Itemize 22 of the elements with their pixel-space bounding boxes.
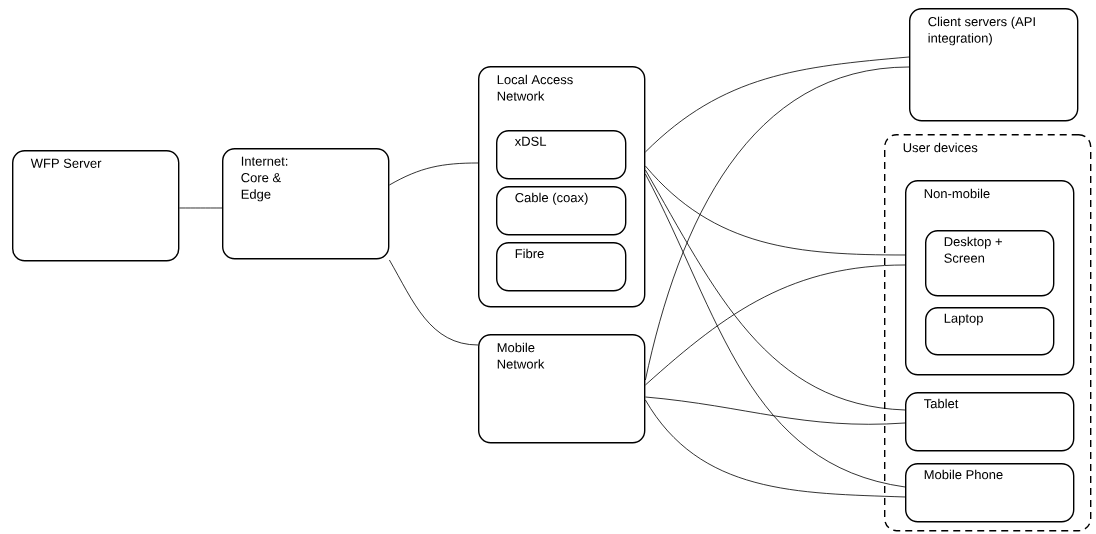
server-box: Client servers (API integration) [909,8,1079,122]
device-box: Desktop + Screen [925,230,1055,297]
connector-line [645,56,910,153]
connector-line [645,169,906,411]
network-box: Internet: Core & Edge [222,148,390,260]
connector-line [389,162,479,186]
connector-line [645,264,906,386]
device-box: Tablet [905,392,1075,452]
connector-line [179,207,223,209]
device-box: Mobile Phone [905,463,1075,523]
technology-box: Fibre [496,242,627,292]
device-box: Laptop [925,307,1055,356]
network-box: Mobile Network [478,334,646,444]
technology-box: xDSL [496,130,627,180]
connector-line [645,165,906,256]
connector-line [389,259,479,346]
connector-line [645,173,906,488]
connector-line [645,396,906,425]
technology-box: Cable (coax) [496,186,627,236]
server-box: WFP Server [12,150,180,262]
connector-line [645,399,906,498]
connector-line [645,66,910,381]
